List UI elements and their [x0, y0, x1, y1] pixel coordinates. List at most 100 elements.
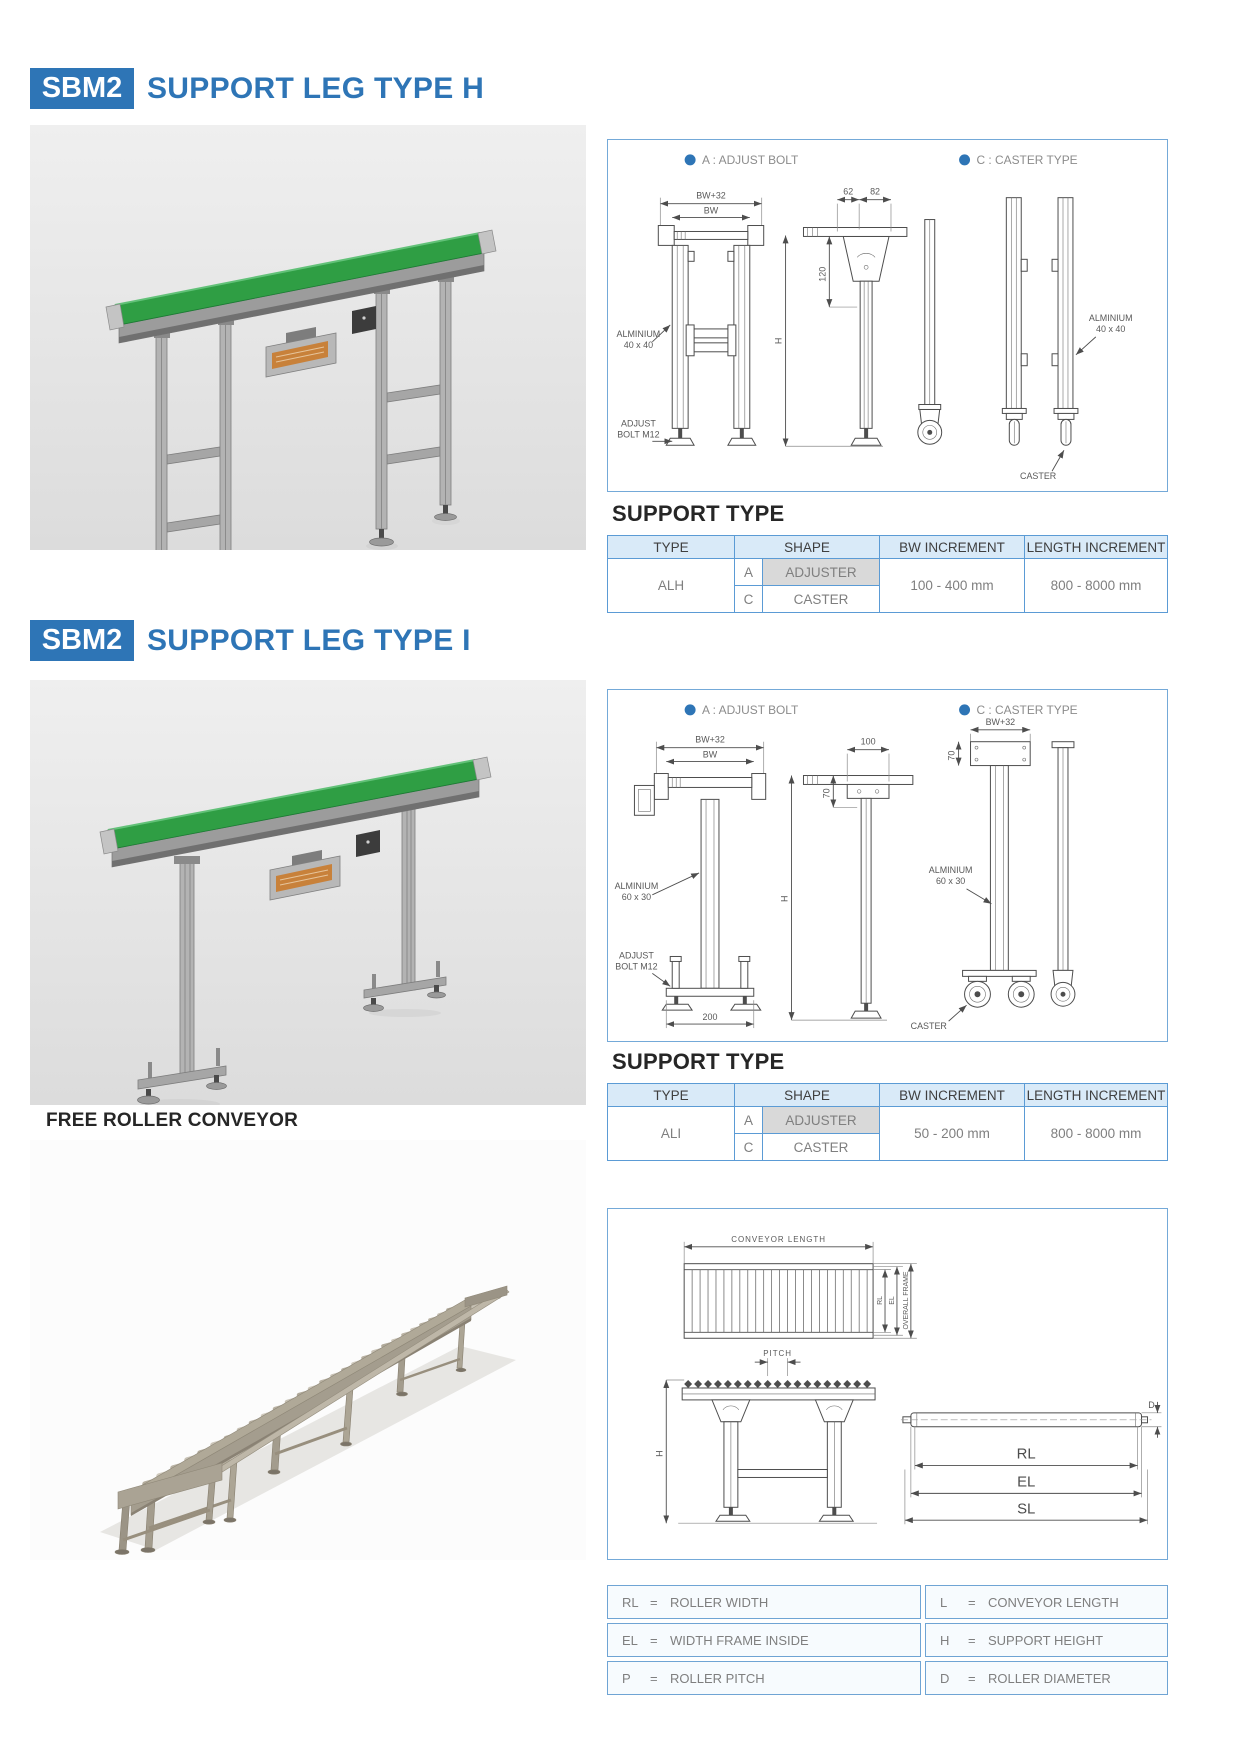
dim-bw32: BW+32	[696, 191, 726, 201]
legend-key: RL	[622, 1594, 639, 1610]
product-image-type-i	[30, 680, 586, 1105]
cell-length-increment: 800 - 8000 mm	[1025, 1107, 1168, 1161]
col-type: TYPE	[607, 1083, 735, 1107]
label-adjust-bolt-1: ADJUST	[619, 950, 654, 960]
legend-eq: =	[650, 1594, 658, 1610]
legend-eq: =	[650, 1632, 658, 1648]
cell-bw-increment: 50 - 200 mm	[880, 1107, 1025, 1161]
cell-shape-caster: CASTER	[763, 1134, 880, 1161]
caster-view-i-leg: BW+32 70 ALMINIUM 60 x 30 CASTER	[911, 717, 1076, 1031]
type-i-technical-drawing: A : ADJUST BOLT C : CASTER TYPE BW+32 BW	[615, 703, 1078, 1031]
legend-cell-rl: RL = ROLLER WIDTH	[607, 1585, 921, 1619]
series-badge-h: SBM2	[30, 68, 134, 109]
legend-value: ROLLER WIDTH	[670, 1594, 769, 1610]
cell-length-increment: 800 - 8000 mm	[1025, 559, 1168, 613]
front-view-h-leg: BW+32 BW ALMINIUM 40 x 40 ADJUST BOLT M1…	[617, 191, 765, 446]
type-h-technical-drawing: A : ADJUST BOLT C : CASTER TYPE BW+32 BW	[617, 153, 1133, 481]
dim-d: D	[1148, 1400, 1155, 1410]
roller-technical-drawing: CONVEYOR LENGTH RL EL OVERALL FRAME PITC…	[654, 1235, 1162, 1525]
drawing-panel-type-h: A : ADJUST BOLT C : CASTER TYPE BW+32 BW	[607, 139, 1168, 492]
label-aluminium-left-1: ALMINIUM	[615, 881, 659, 891]
dim-70: 70	[821, 788, 831, 798]
cell-type: ALI	[607, 1107, 735, 1161]
dim-sl: SL	[1017, 1501, 1035, 1517]
legend-cell-l: L = CONVEYOR LENGTH	[925, 1585, 1168, 1619]
cell-shape-a-key: A	[735, 1107, 763, 1134]
legend-value: ROLLER PITCH	[670, 1670, 765, 1686]
label-caster: CASTER	[1020, 471, 1057, 481]
label-aluminium-right-2: 40 x 40	[1096, 324, 1125, 334]
col-bw-increment: BW INCREMENT	[880, 535, 1025, 559]
dim-rl-plan: RL	[877, 1296, 884, 1305]
dim-100: 100	[861, 737, 876, 747]
label-adjust-bolt-1: ADJUST	[621, 418, 656, 428]
roller-detail: D RL EL SL	[900, 1400, 1162, 1525]
cell-shape-c-key: C	[735, 586, 763, 613]
dim-rl: RL	[1017, 1447, 1036, 1463]
plan-view: CONVEYOR LENGTH RL EL OVERALL FRAME	[683, 1235, 917, 1339]
dim-el-plan: EL	[889, 1296, 896, 1305]
dim-200: 200	[703, 1012, 718, 1022]
bullet-a-icon	[684, 154, 696, 166]
label-aluminium-right-2: 60 x 30	[936, 876, 965, 886]
support-type-heading-h: SUPPORT TYPE	[612, 501, 785, 526]
legend-cell-h: H = SUPPORT HEIGHT	[925, 1623, 1168, 1657]
legend-eq: =	[650, 1670, 658, 1686]
cell-shape-a-key: A	[735, 559, 763, 586]
panel-legend: A : ADJUST BOLT C : CASTER TYPE	[684, 703, 1078, 717]
conveyor-render-type-i	[99, 756, 492, 1105]
i-leg-right	[363, 786, 447, 1012]
dim-h: H	[654, 1450, 664, 1456]
legend-cell-p: P = ROLLER PITCH	[607, 1661, 921, 1695]
cell-shape-c-key: C	[735, 1134, 763, 1161]
section-title-type-i: SUPPORT LEG TYPE I	[147, 623, 471, 657]
dim-bw: BW	[703, 750, 718, 760]
label-aluminium-left-2: 40 x 40	[624, 340, 653, 350]
col-length-increment: LENGTH INCREMENT	[1025, 535, 1168, 559]
legend-key: D	[940, 1670, 950, 1686]
control-box	[352, 306, 376, 334]
col-shape: SHAPE	[735, 1083, 880, 1107]
roller-conveyor-photo	[30, 1140, 586, 1560]
panel-legend: A : ADJUST BOLT C : CASTER TYPE	[684, 153, 1078, 167]
table-body: ALI A ADJUSTER 50 - 200 mm 800 - 8000 mm…	[607, 1107, 1168, 1161]
dim-pitch: PITCH	[763, 1349, 792, 1358]
legend-eq: =	[968, 1594, 976, 1610]
front-view-i-leg: BW+32 BW 200 ALMINIUM 60 x 30 ADJU	[615, 735, 767, 1029]
drawing-panel-type-i: A : ADJUST BOLT C : CASTER TYPE BW+32 BW	[607, 689, 1168, 1042]
table-body: ALH A ADJUSTER 100 - 400 mm 800 - 8000 m…	[607, 559, 1168, 613]
legend-caster-type: C : CASTER TYPE	[976, 153, 1077, 167]
cell-shape-adjuster: ADJUSTER	[763, 559, 880, 586]
conveyor-beam	[105, 229, 497, 344]
drawing-panel-free-roller: CONVEYOR LENGTH RL EL OVERALL FRAME PITC…	[607, 1208, 1168, 1560]
col-type: TYPE	[607, 535, 735, 559]
legend-adjust-bolt: A : ADJUST BOLT	[702, 703, 799, 717]
drive-unit	[269, 850, 341, 901]
dim-bw32-caster: BW+32	[986, 717, 1016, 727]
dim-overall-frame: OVERALL FRAME	[903, 1271, 910, 1329]
legend-key: EL	[622, 1632, 638, 1648]
series-badge-i: SBM2	[30, 620, 134, 661]
legend-row-1: RL = ROLLER WIDTH L = CONVEYOR LENGTH	[607, 1585, 1168, 1619]
legend-row-3: P = ROLLER PITCH D = ROLLER DIAMETER	[607, 1661, 1168, 1695]
support-type-table-h: TYPE SHAPE BW INCREMENT LENGTH INCREMENT…	[607, 535, 1168, 613]
label-caster: CASTER	[911, 1021, 948, 1031]
leg-shadows	[140, 1009, 441, 1105]
dim-62: 62	[843, 187, 853, 197]
section-title-type-h: SUPPORT LEG TYPE H	[147, 71, 485, 105]
legend-key: P	[622, 1670, 631, 1686]
dim-70-caster: 70	[947, 751, 957, 761]
side-view-h-leg: H 62 82 120	[774, 187, 908, 447]
dim-120: 120	[817, 267, 827, 282]
drive-unit	[265, 327, 337, 378]
col-length-increment: LENGTH INCREMENT	[1025, 1083, 1168, 1107]
floor-shadow	[100, 1346, 516, 1550]
col-shape: SHAPE	[735, 535, 880, 559]
product-image-type-h	[30, 125, 586, 550]
cell-bw-increment: 100 - 400 mm	[880, 559, 1025, 613]
support-type-heading-i: SUPPORT TYPE	[612, 1049, 785, 1074]
label-adjust-bolt-2: BOLT M12	[615, 961, 657, 971]
conveyor-beam	[99, 756, 492, 868]
h-leg-right-pair	[369, 274, 457, 547]
col-bw-increment: BW INCREMENT	[880, 1083, 1025, 1107]
